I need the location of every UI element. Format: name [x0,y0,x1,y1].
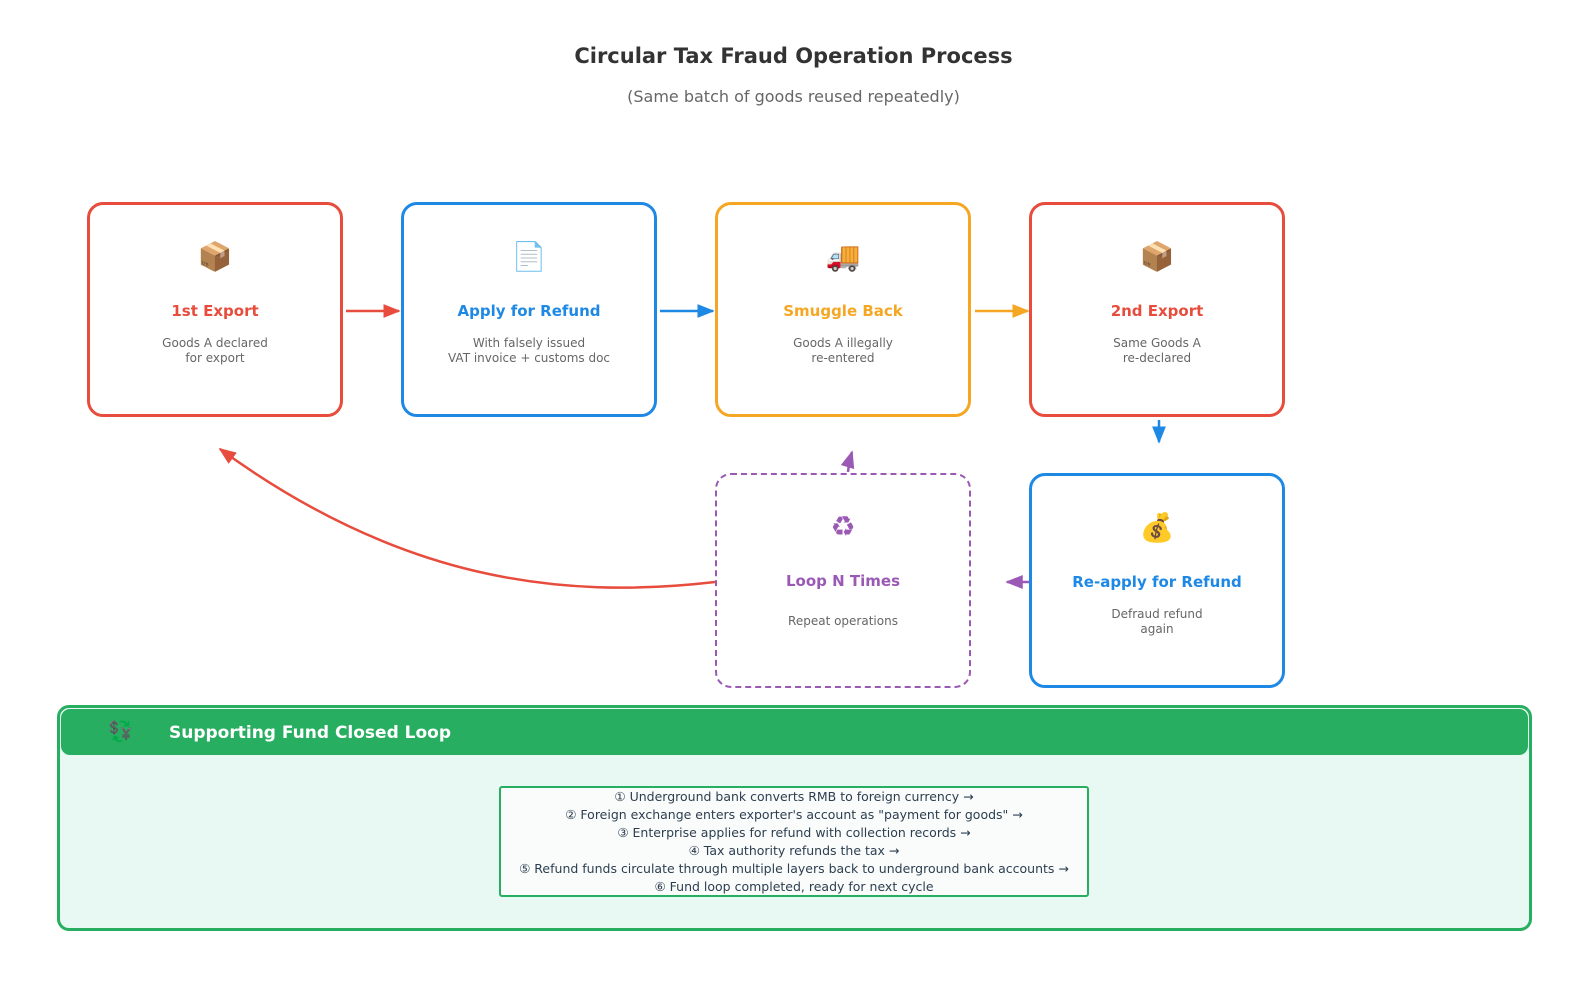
fund-step: ④ Tax authority refunds the tax → [688,843,900,858]
fund-panel-title: Supporting Fund Closed Loop [169,723,452,743]
node-apply-for-refund: 📄 Apply for Refund With falsely issued V… [401,202,657,417]
fund-closed-loop-panel: 💱 Supporting Fund Closed Loop ① Undergro… [57,705,1532,931]
node-description: Goods A declared for export [162,336,268,365]
fund-step: ② Foreign exchange enters exporter's acc… [565,807,1023,822]
fund-step: ① Underground bank converts RMB to forei… [614,789,974,804]
node-description: Same Goods A re-declared [1113,336,1201,365]
fund-step: ③ Enterprise applies for refund with col… [617,825,971,840]
node-description: Repeat operations [788,614,898,628]
package-icon: 📦 [197,240,233,273]
node-2nd-export: 📦 2nd Export Same Goods A re-declared [1029,202,1285,417]
node-title: 2nd Export [1110,302,1204,320]
node-re-apply-for-refund: 💰 Re-apply for Refund Defraud refund aga… [1029,473,1285,688]
fund-panel-header: 💱 Supporting Fund Closed Loop [61,709,1528,755]
money-bag-icon: 💰 [1139,511,1175,544]
arrow-loop-to-export1 [218,447,716,589]
node-loop-n-times: ♻ Loop N Times Repeat operations [715,473,971,688]
node-description: Defraud refund again [1111,607,1203,636]
diagram-subtitle: (Same batch of goods reused repeatedly) [627,87,960,106]
recycle-icon: ♻ [830,510,856,543]
node-title: Apply for Refund [457,302,601,320]
document-icon: 📄 [511,240,547,273]
node-1st-export: 📦 1st Export Goods A declared for export [87,202,343,417]
node-title: Re-apply for Refund [1072,573,1242,591]
fund-steps-box: ① Underground bank converts RMB to forei… [499,786,1089,897]
truck-icon: 🚚 [825,240,861,273]
node-title: Smuggle Back [783,302,903,320]
node-title: Loop N Times [785,572,900,590]
node-description: Goods A illegally re-entered [793,336,893,365]
currency-exchange-icon: 💱 [108,719,133,743]
fund-step: ⑤ Refund funds circulate through multipl… [519,861,1069,876]
node-title: 1st Export [171,302,259,320]
fund-step: ⑥ Fund loop completed, ready for next cy… [654,879,934,894]
node-smuggle-back: 🚚 Smuggle Back Goods A illegally re-ente… [715,202,971,417]
package-icon: 📦 [1139,240,1175,273]
node-description: With falsely issued VAT invoice + custom… [447,336,611,365]
arrow-loop-to-smuggle [840,450,855,473]
diagram-title: Circular Tax Fraud Operation Process [574,44,1013,68]
